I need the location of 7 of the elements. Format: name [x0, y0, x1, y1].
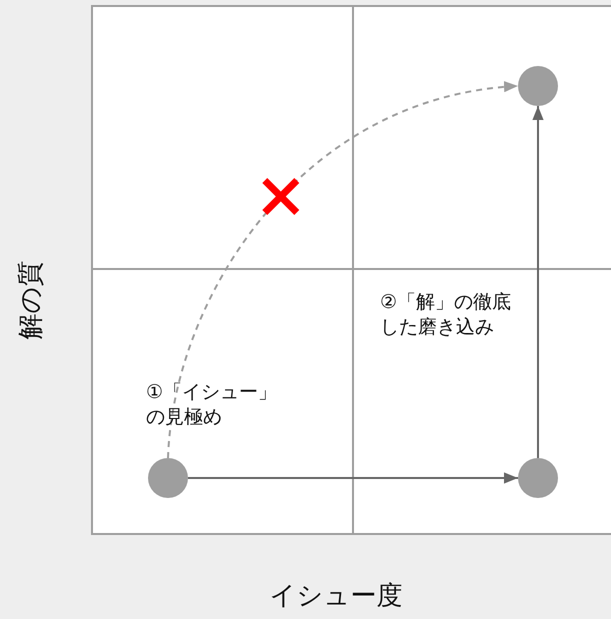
axis-label: 解の質 — [15, 259, 48, 342]
arrow — [532, 106, 544, 458]
axis-label: イシュー度 — [268, 580, 404, 613]
dashed-arrow — [167, 82, 518, 458]
arrow — [188, 472, 518, 484]
step-label: ①「イシュー」の見極め — [146, 380, 278, 430]
step-label: ②「解」の徹底した磨き込み — [380, 290, 512, 340]
